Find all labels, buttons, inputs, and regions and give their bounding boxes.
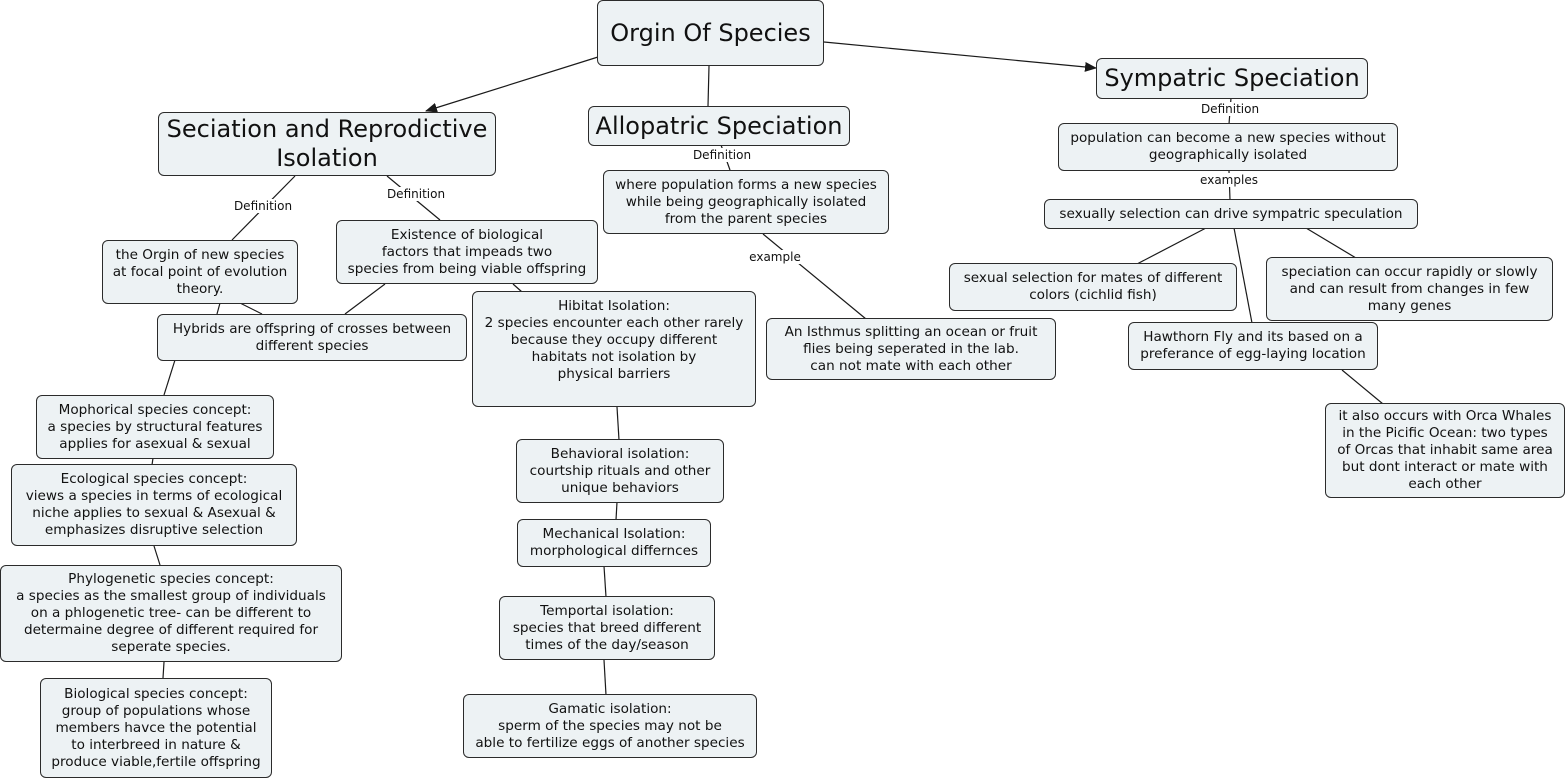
edge-mechanical-temporal: [603, 565, 607, 598]
node-hybrids[interactable]: Hybrids are offspring of crosses between…: [157, 314, 467, 361]
link-label-definition: Definition: [1198, 102, 1262, 116]
link-label-example: example: [747, 250, 803, 264]
edge-factors-hybrids: [344, 283, 386, 315]
edge-phylogenetic-biological: [162, 661, 165, 679]
edge-mophorical-ecological: [151, 457, 154, 466]
link-label-examples: examples: [1198, 173, 1260, 187]
edge-sexual-cichlid: [1136, 227, 1207, 265]
node-allopatric-definition[interactable]: where population forms a new species whi…: [603, 170, 889, 234]
edge-ecological-phylogenetic: [153, 545, 161, 566]
edge-origin-allopatric: [707, 65, 710, 107]
edge-habitat-behavioral: [616, 406, 620, 441]
node-orca-whales[interactable]: it also occurs with Orca Whales in the P…: [1325, 403, 1565, 498]
node-isthmus-example[interactable]: An Isthmus splitting an ocean or fruit f…: [766, 318, 1056, 380]
node-ecological-concept[interactable]: Ecological species concept: views a spec…: [11, 464, 297, 546]
edge-sexual-rapid: [1305, 227, 1357, 259]
node-orgin-new-species[interactable]: the Orgin of new species at focal point …: [102, 240, 298, 304]
edge-orgin-new-hybrids-a: [216, 302, 221, 315]
edge-sexual-hawthorn: [1233, 227, 1253, 324]
node-behavioral-isolation[interactable]: Behavioral isolation: courtship rituals …: [516, 439, 724, 503]
node-habitat-isolation[interactable]: Hibitat Isolation: 2 species encounter e…: [472, 291, 756, 407]
edge-temporal-gamatic: [603, 659, 607, 696]
edge-behavioral-mechanical: [615, 501, 618, 521]
edge-hawthorn-orca: [1341, 369, 1384, 405]
edge-origin-seciation: [425, 56, 599, 113]
node-sympatric-speciation[interactable]: Sympatric Speciation: [1096, 58, 1368, 99]
node-sexual-selection[interactable]: sexually selection can drive sympatric s…: [1044, 199, 1418, 229]
node-mophorical-concept[interactable]: Mophorical species concept: a species by…: [36, 395, 274, 459]
node-temporal-isolation[interactable]: Temportal isolation: species that breed …: [499, 596, 715, 660]
edge-orgin-new-hybrids-b: [239, 302, 263, 315]
edge-factors-habitat: [512, 283, 523, 293]
node-biological-concept[interactable]: Biological species concept: group of pop…: [40, 678, 272, 778]
node-phylogenetic-concept[interactable]: Phylogenetic species concept: a species …: [0, 565, 342, 662]
node-sympatric-definition[interactable]: population can become a new species with…: [1058, 123, 1398, 171]
node-mechanical-isolation[interactable]: Mechanical Isolation: morphological diff…: [517, 519, 711, 567]
node-gamatic-isolation[interactable]: Gamatic isolation: sperm of the species …: [463, 694, 757, 758]
node-rapid-speciation[interactable]: speciation can occur rapidly or slowly a…: [1266, 257, 1553, 321]
node-seciation-reproductive-isolation[interactable]: Seciation and Reprodictive Isolation: [158, 112, 496, 176]
node-allopatric-speciation[interactable]: Allopatric Speciation: [588, 106, 850, 146]
edge-hybrids-mophorical: [163, 359, 176, 396]
edge-origin-sympatric: [823, 41, 1097, 72]
node-origin-of-species[interactable]: Orgin Of Species: [597, 0, 824, 66]
edge-allodef-isthmus: [762, 233, 867, 320]
link-label-definition: Definition: [384, 187, 448, 201]
node-cichlid-fish[interactable]: sexual selection for mates of different …: [949, 263, 1237, 311]
node-biological-factors[interactable]: Existence of biological factors that imp…: [336, 220, 598, 284]
link-label-definition: Definition: [690, 148, 754, 162]
link-label-definition: Definition: [231, 199, 295, 213]
node-hawthorn-fly[interactable]: Hawthorn Fly and its based on a preferan…: [1128, 322, 1378, 370]
